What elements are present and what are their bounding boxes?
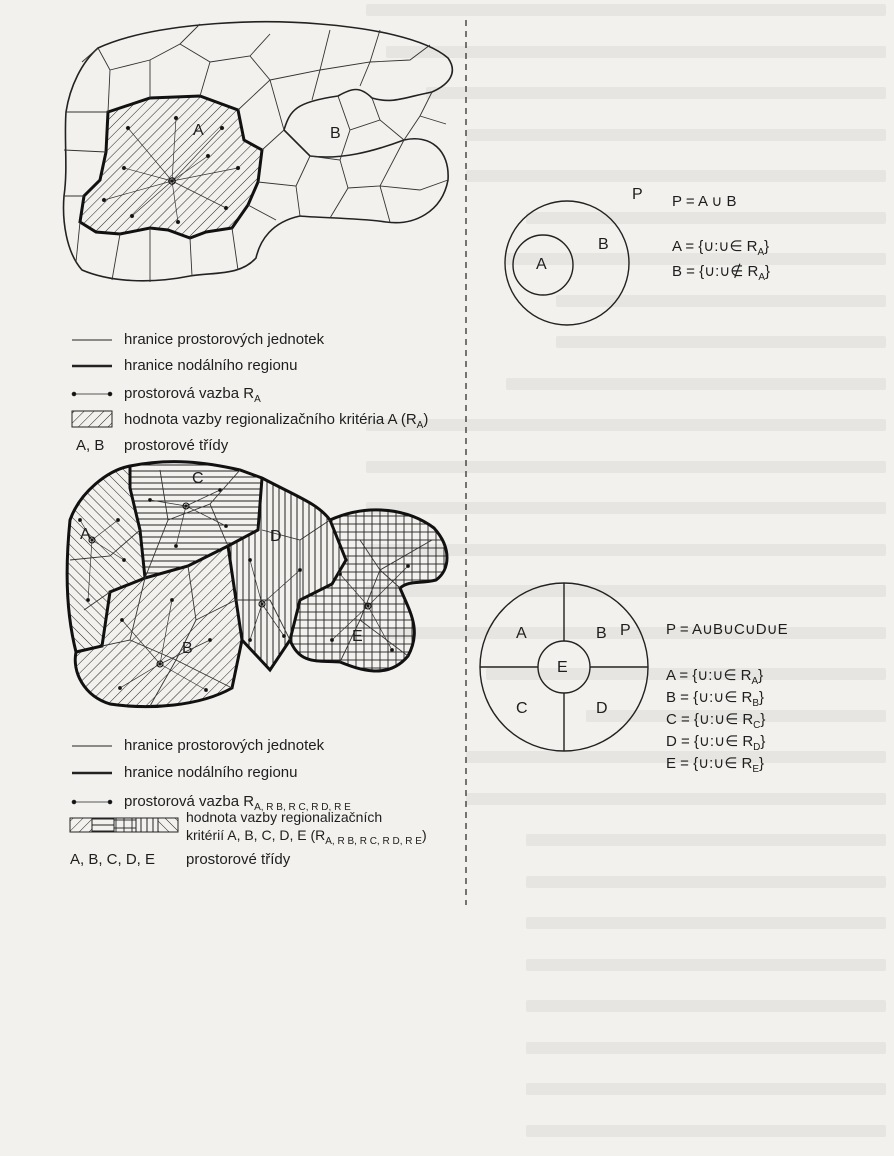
bottom-region-b [75, 546, 242, 707]
bottom-map-label-a: A [80, 526, 91, 543]
bottom-legend-criterion-line1: hodnota vazby regionalizačních [186, 809, 383, 825]
top-set-diagram [504, 200, 630, 326]
diagram-canvas [62, 20, 649, 905]
top-legend-classes: prostorové třídy [124, 437, 229, 454]
bottom-circle-e [537, 640, 591, 694]
top-legend-criterion: hodnota vazby regionalizačního kritéria … [124, 411, 429, 431]
top-map [62, 21, 454, 282]
bottom-formula-c: C = {∪:∪∈ RC} [666, 711, 766, 731]
top-circle-a [512, 234, 574, 296]
bottom-legend-classes: prostorové třídy [186, 851, 291, 868]
bottom-formula-d: D = {∪:∪∈ RD} [666, 733, 766, 753]
bottom-formula-union: P = A∪B∪C∪D∪E [666, 621, 788, 638]
top-region-a-hatch [80, 96, 262, 238]
top-territory-outline [62, 21, 454, 282]
bottom-circle-label-p: P [620, 622, 631, 639]
bottom-formula-a: A = {∪:∪∈ RA} [666, 667, 764, 687]
bottom-circle-label-a: A [516, 625, 527, 642]
bottom-map-label-b: B [182, 640, 193, 657]
top-legend-symbols [71, 339, 113, 428]
top-circle-p [504, 200, 630, 326]
top-map-label-a: A [193, 122, 204, 139]
bottom-formula-e: E = {∪:∪∈ RE} [666, 755, 765, 775]
bottom-region-d [228, 478, 346, 670]
bottom-region-a [67, 466, 145, 652]
bottom-set-diagram [479, 582, 649, 752]
top-nodal-boundary [78, 94, 264, 240]
top-formula-a: A = {∪:∪∈ RA} [672, 238, 770, 258]
top-legend-unit-boundary: hranice prostorových jednotek [124, 331, 325, 348]
bottom-circle-label-c: C [516, 700, 528, 717]
bottom-map-label-d: D [270, 528, 282, 545]
top-circle-label-b: B [598, 236, 609, 253]
top-legend-spatial-link: prostorová vazba RA [124, 385, 261, 405]
top-formula-b: B = {∪:∪∉ RA} [672, 263, 771, 283]
bottom-circle-label-d: D [596, 700, 608, 717]
bottom-legend-unit-boundary: hranice prostorových jednotek [124, 737, 325, 754]
top-map-label-b: B [330, 125, 341, 142]
top-circle-label-p: P [632, 186, 643, 203]
bottom-circle-label-e: E [557, 659, 568, 676]
top-circle-label-a: A [536, 256, 547, 273]
top-legend-classes-key: A, B [76, 437, 105, 454]
bottom-map-label-c: C [192, 470, 204, 487]
bottom-map-label-e: E [352, 628, 363, 645]
bottom-legend-spatial-link: prostorová vazba RA, R B, R C, R D, R E [124, 793, 351, 813]
bottom-circle-label-b: B [596, 625, 607, 642]
bottom-legend-classes-key: A, B, C, D, E [70, 851, 156, 868]
bottom-legend-nodal-boundary: hranice nodálního regionu [124, 764, 298, 781]
bottom-legend-criterion-line2: kritérií A, B, C, D, E (RA, R B, R C, R … [186, 827, 427, 847]
bottom-legend-symbols [69, 745, 179, 833]
top-formula-union: P = A ∪ B [672, 193, 737, 210]
bottom-map [65, 460, 449, 709]
top-legend-nodal-boundary: hranice nodálního regionu [124, 357, 298, 374]
bottom-region-e [290, 509, 447, 672]
bottom-formula-b: B = {∪:∪∈ RB} [666, 689, 765, 709]
